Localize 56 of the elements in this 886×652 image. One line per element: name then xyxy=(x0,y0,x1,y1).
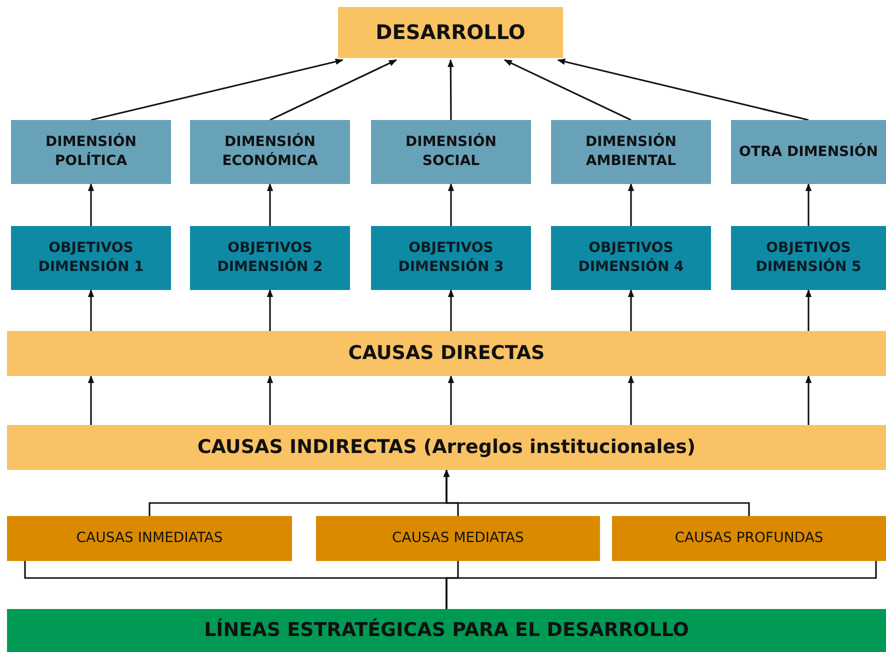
process-box xyxy=(7,516,292,561)
arrow xyxy=(90,58,344,121)
node-label: CAUSAS INDIRECTAS (Arreglos institucionales) xyxy=(197,434,696,460)
node-label: DIMENSIÓN AMBIENTAL xyxy=(584,133,678,171)
arrow xyxy=(266,375,274,425)
process-box xyxy=(11,120,171,184)
arrow xyxy=(443,469,750,516)
node-label: DESARROLLO xyxy=(376,19,526,46)
node-label: CAUSAS DIRECTAS xyxy=(348,340,545,366)
node-label: CAUSAS MEDIATAS xyxy=(392,529,524,548)
arrow xyxy=(448,59,454,120)
node-label: DIMENSIÓN ECONÓMICA xyxy=(221,133,319,171)
arrow xyxy=(88,375,94,425)
arrow xyxy=(504,59,632,121)
node-label: OBJETIVOS DIMENSIÓN 1 xyxy=(37,239,145,277)
arrow xyxy=(805,375,812,425)
arrow xyxy=(448,183,454,226)
node-label: CAUSAS INMEDIATAS xyxy=(76,529,223,548)
node-label: OBJETIVOS DIMENSIÓN 2 xyxy=(216,239,324,277)
node-label: OTRA DIMENSIÓN xyxy=(739,142,878,162)
process-box xyxy=(612,516,886,561)
arrow xyxy=(628,375,634,425)
node-label: DIMENSIÓN POLÍTICA xyxy=(44,133,138,171)
process-box xyxy=(7,425,886,470)
process-box xyxy=(551,120,711,184)
arrow xyxy=(628,183,634,226)
arrow xyxy=(805,289,812,331)
node-label: OBJETIVOS DIMENSIÓN 4 xyxy=(577,239,685,277)
node-label: LÍNEAS ESTRATÉGICAS PARA EL DESARROLLO xyxy=(204,618,689,643)
node-label: CAUSAS PROFUNDAS xyxy=(674,529,824,548)
arrow xyxy=(805,183,812,226)
process-box xyxy=(731,120,886,184)
arrow xyxy=(88,183,94,226)
process-box xyxy=(11,226,171,290)
goal-box xyxy=(338,7,563,58)
arrow xyxy=(88,289,94,331)
process-box xyxy=(190,226,350,290)
process-box xyxy=(316,516,600,561)
arrow xyxy=(448,289,454,331)
arrow xyxy=(270,59,398,121)
arrow xyxy=(628,289,634,331)
node-label: OBJETIVOS DIMENSIÓN 5 xyxy=(754,239,862,277)
process-box xyxy=(7,331,886,376)
arrow xyxy=(266,183,274,226)
node-label: DIMENSIÓN SOCIAL xyxy=(404,133,498,171)
process-box xyxy=(731,226,886,290)
process-box xyxy=(7,609,886,652)
process-box xyxy=(371,120,531,184)
arrow xyxy=(448,375,454,425)
connector-line xyxy=(446,561,877,609)
process-box xyxy=(371,226,531,290)
arrow xyxy=(557,58,809,121)
arrow xyxy=(266,289,274,331)
node-label: OBJETIVOS DIMENSIÓN 3 xyxy=(397,239,505,277)
process-box xyxy=(190,120,350,184)
process-box xyxy=(551,226,711,290)
